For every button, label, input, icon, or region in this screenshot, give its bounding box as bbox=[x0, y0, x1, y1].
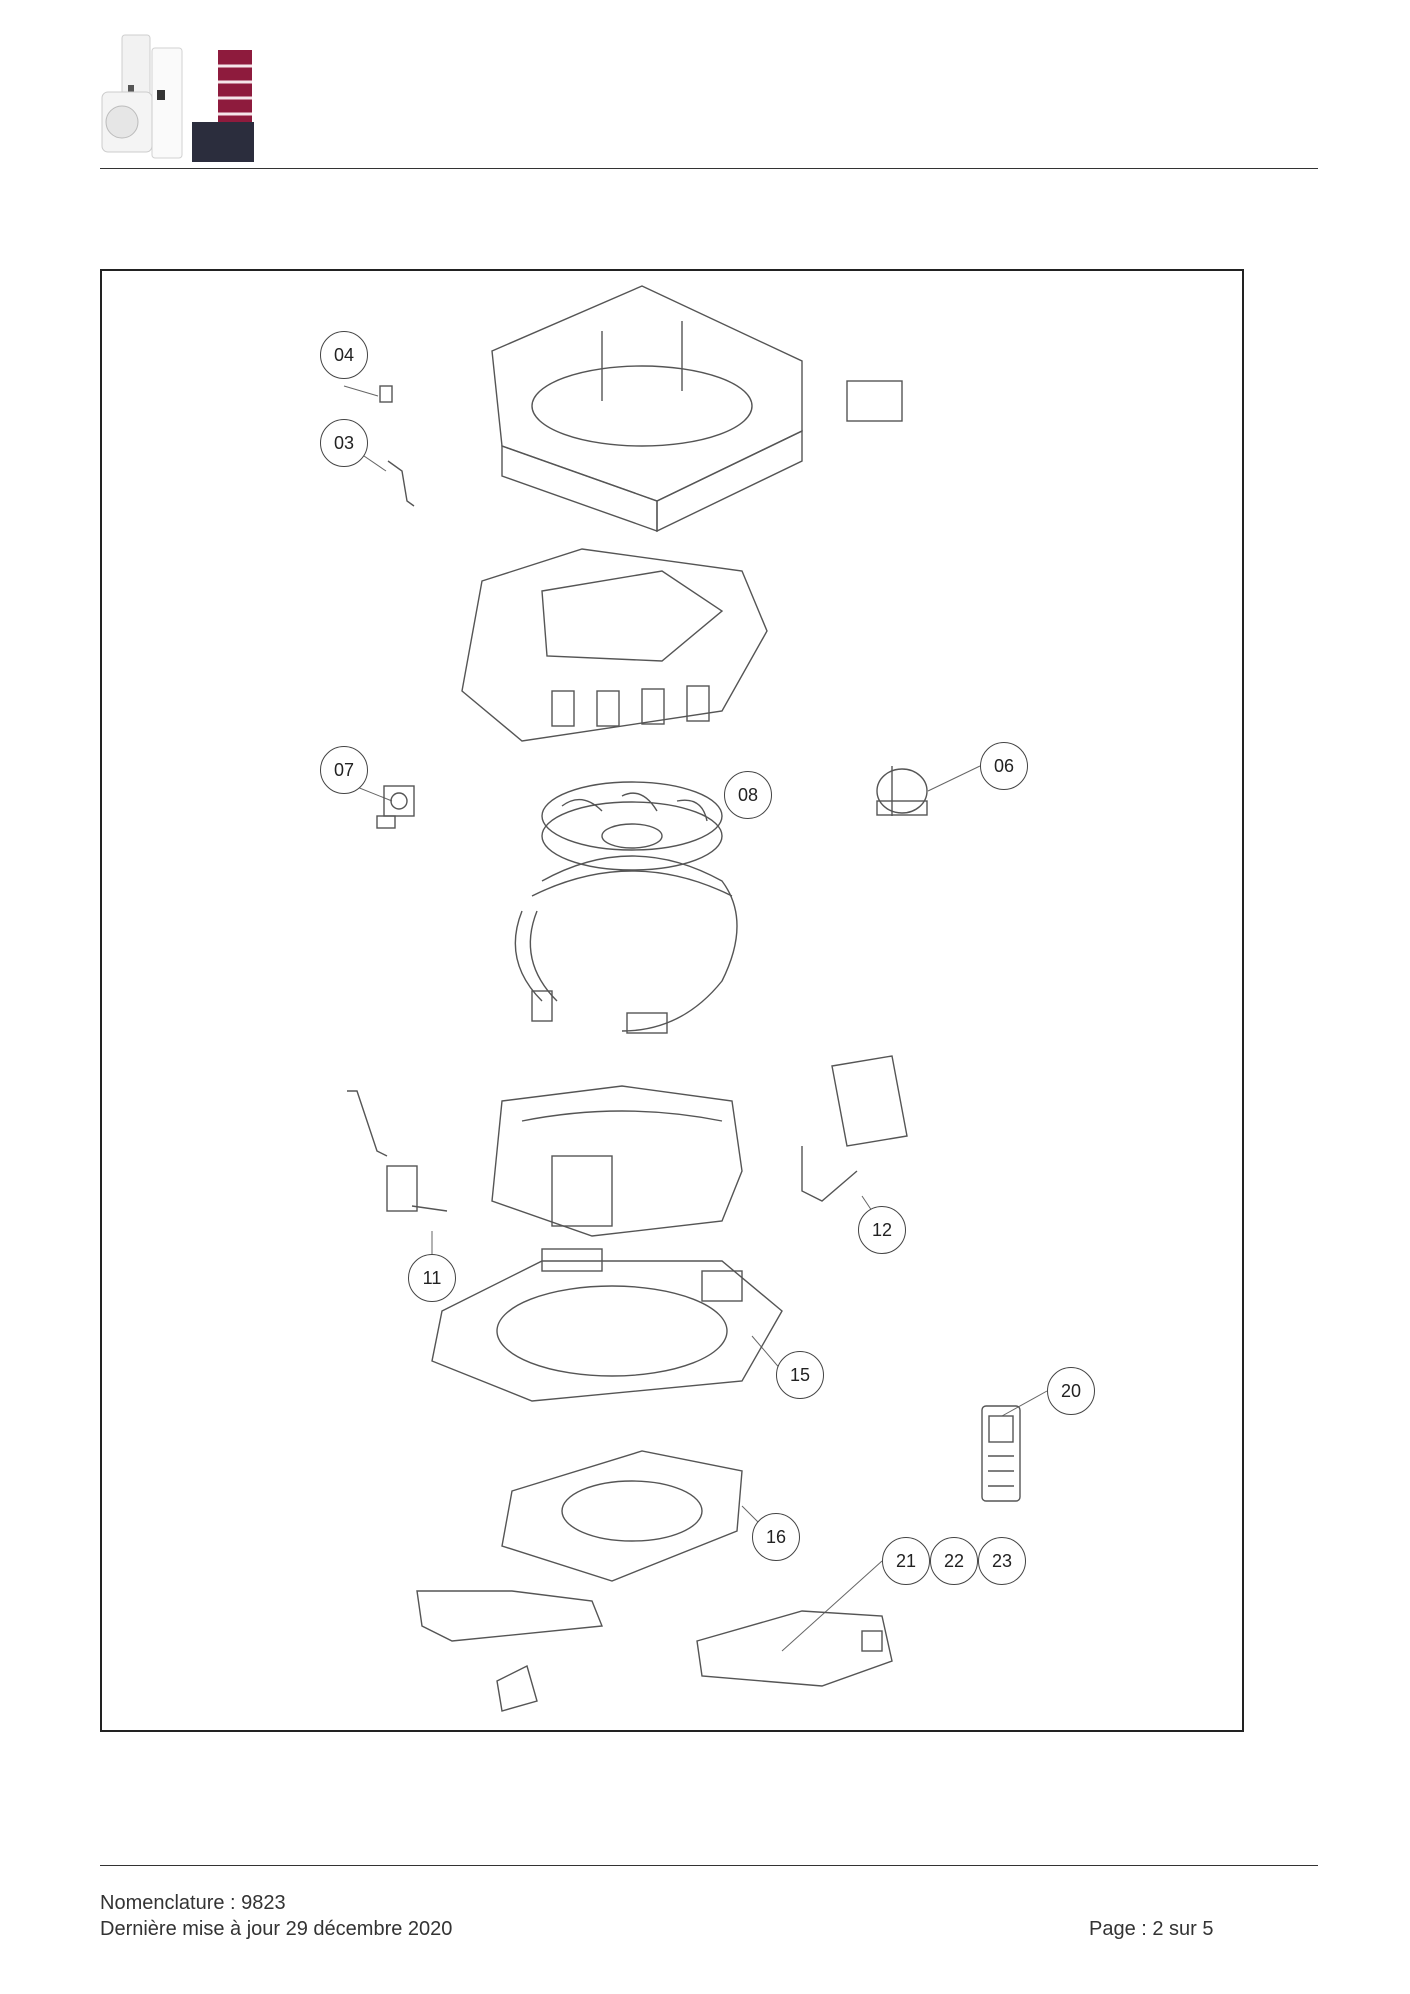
footer-divider bbox=[100, 1865, 1318, 1866]
callout-15: 15 bbox=[776, 1351, 824, 1399]
cover-part bbox=[416, 1590, 603, 1712]
last-update-label: Dernière mise à jour 29 décembre 2020 bbox=[100, 1918, 453, 1940]
callout-21: 21 bbox=[882, 1537, 930, 1585]
drain-pump-part bbox=[376, 785, 415, 829]
drain-tray-part bbox=[491, 1085, 743, 1237]
callout-20: 20 bbox=[1047, 1367, 1095, 1415]
base-frame-part bbox=[431, 1248, 783, 1402]
callout-04: 04 bbox=[320, 331, 368, 379]
control-box-bracket-part bbox=[801, 1055, 908, 1202]
remote-control-part bbox=[981, 1405, 1021, 1502]
callout-23: 23 bbox=[978, 1537, 1026, 1585]
top-housing-part bbox=[379, 285, 903, 533]
page-indicator: Page : 2 sur 5 bbox=[1089, 1918, 1214, 1940]
callout-07: 07 bbox=[320, 746, 368, 794]
pcb-part bbox=[696, 1610, 893, 1687]
exploded-parts-diagram: 04 03 07 08 06 12 11 15 20 16 21 22 23 bbox=[100, 269, 1244, 1732]
insulation-part bbox=[461, 548, 768, 742]
heat-exchanger-part bbox=[514, 855, 738, 1034]
header-divider bbox=[100, 168, 1318, 169]
callout-08: 08 bbox=[724, 771, 772, 819]
fan-part bbox=[541, 781, 723, 871]
grille-panel-part bbox=[501, 1450, 743, 1582]
fan-motor-part bbox=[876, 766, 928, 816]
callout-06: 06 bbox=[980, 742, 1028, 790]
appliances-logo-icon bbox=[100, 30, 270, 165]
callout-12: 12 bbox=[858, 1206, 906, 1254]
nomenclature-label: Nomenclature : 9823 bbox=[100, 1892, 286, 1914]
callout-22: 22 bbox=[930, 1537, 978, 1585]
callout-16: 16 bbox=[752, 1513, 800, 1561]
callout-03: 03 bbox=[320, 419, 368, 467]
callout-11: 11 bbox=[408, 1254, 456, 1302]
bracket-part bbox=[347, 1090, 448, 1212]
